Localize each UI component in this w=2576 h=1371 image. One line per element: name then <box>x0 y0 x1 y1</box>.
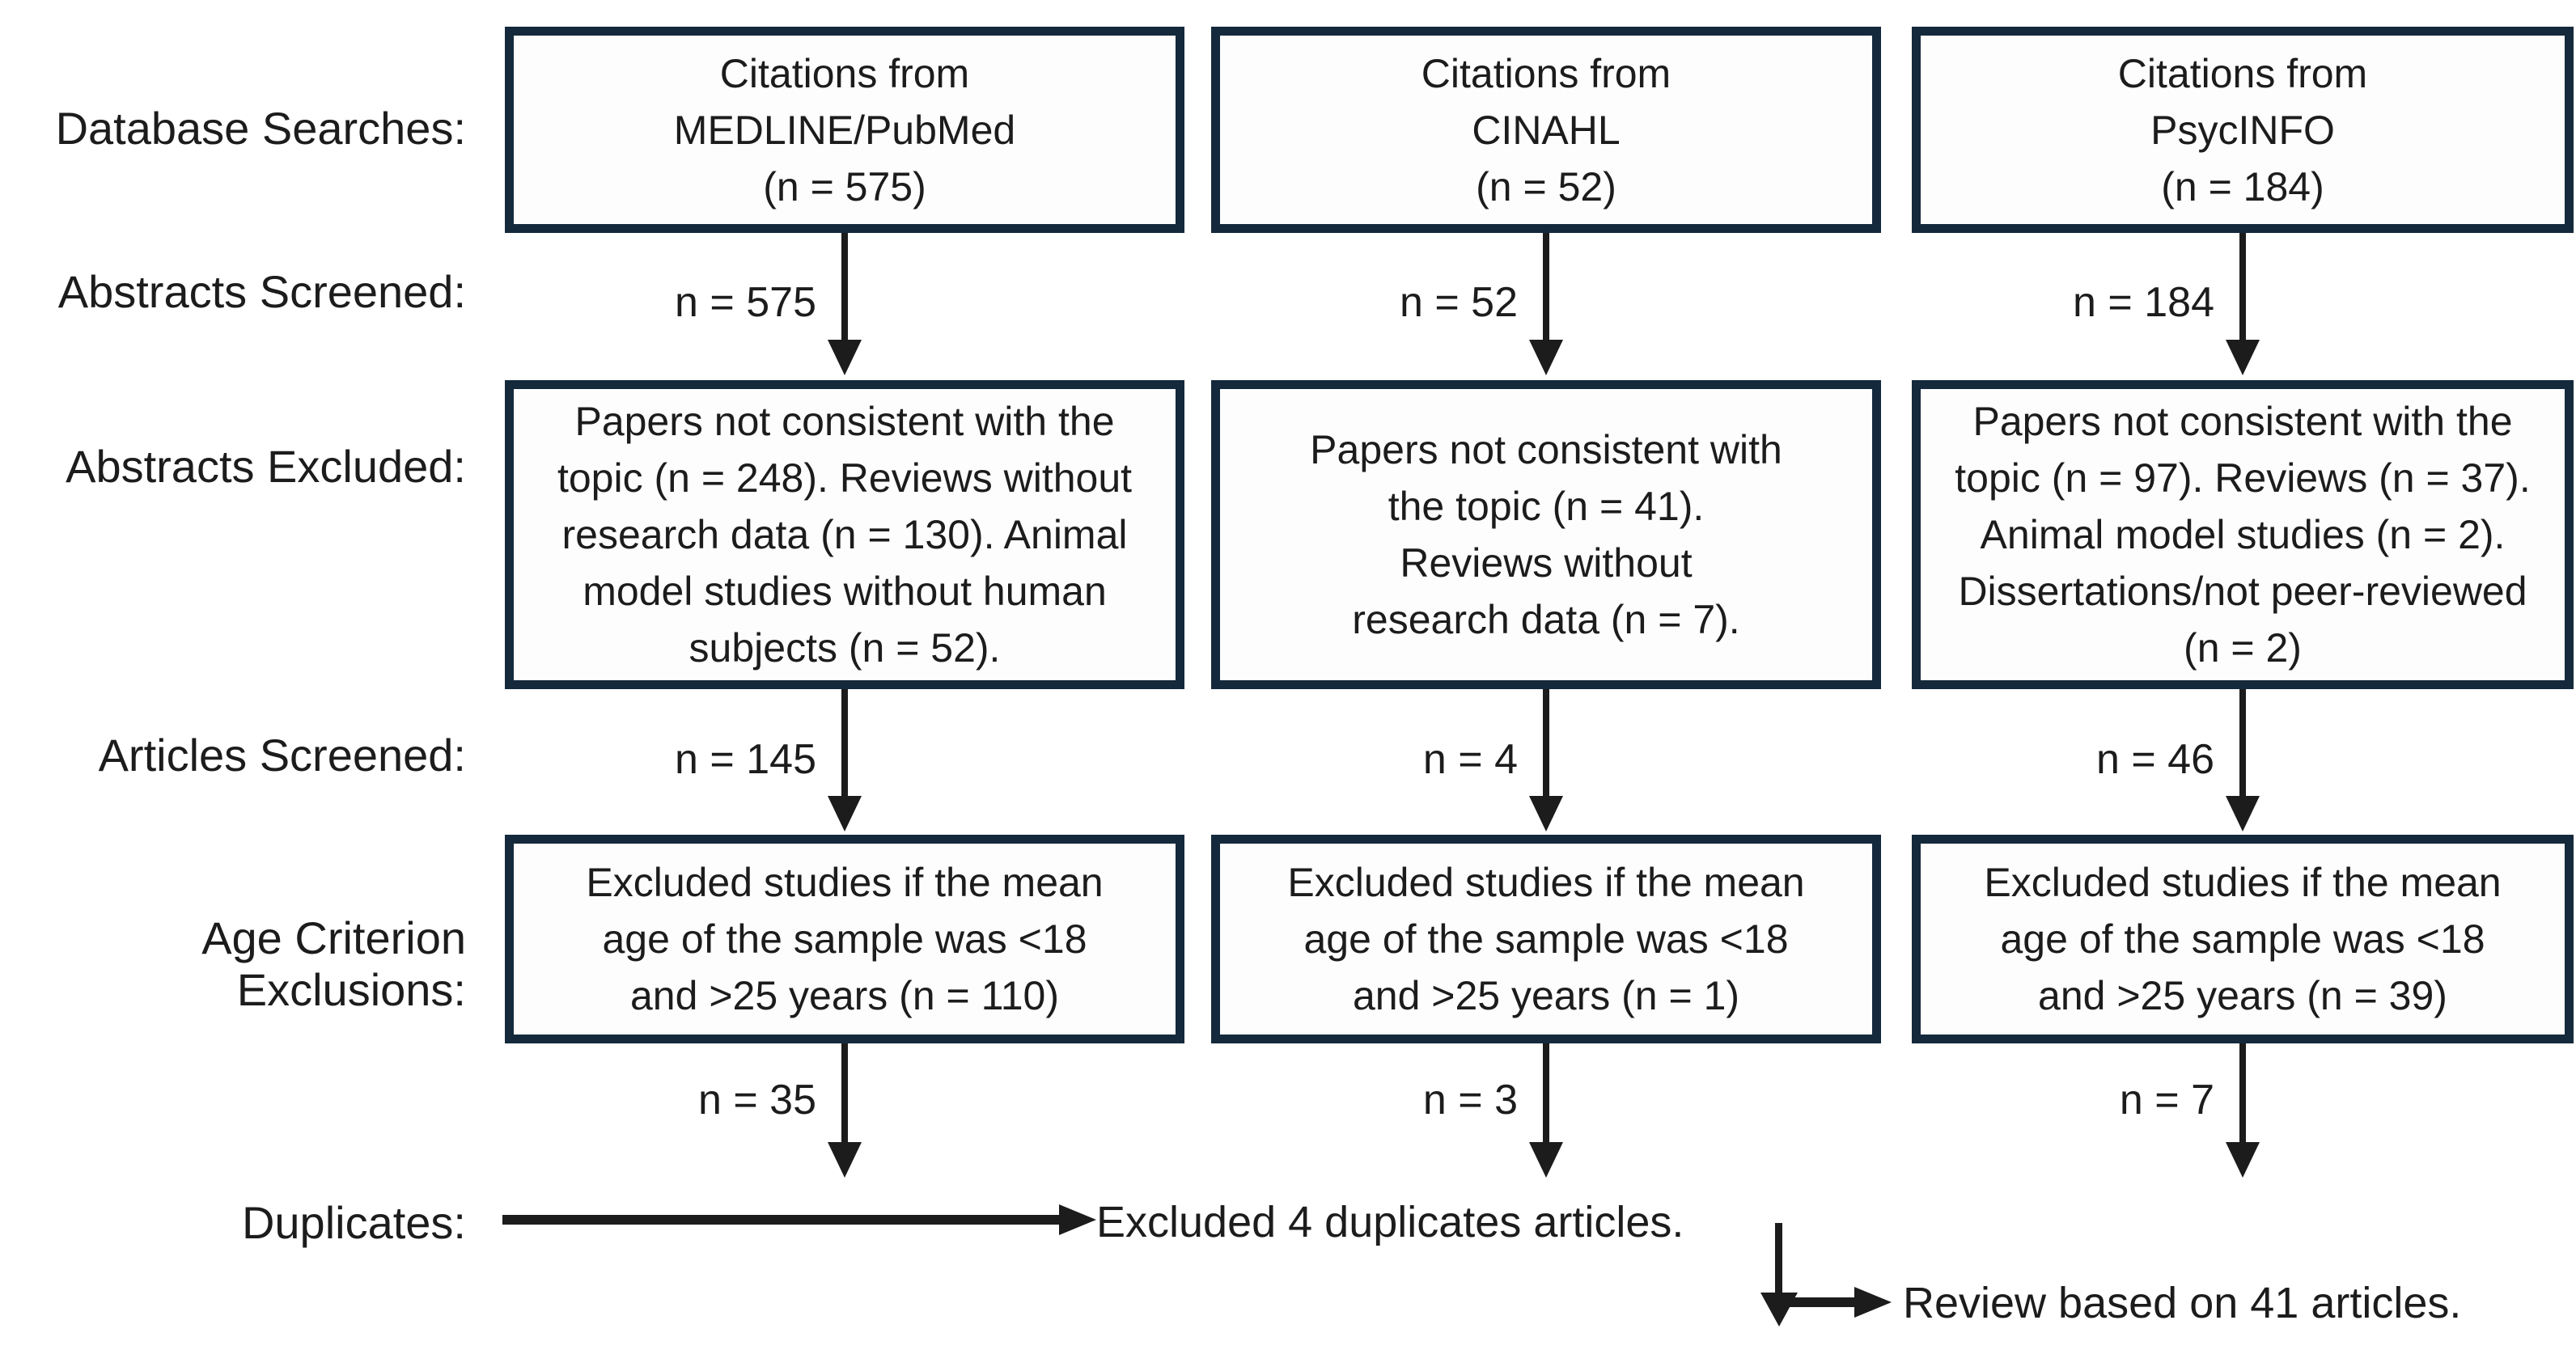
row-label-age-criterion-line2: Exclusions: <box>236 964 466 1015</box>
review-note: Review based on 41 articles. <box>1903 1279 2462 1327</box>
age-box-cinahl: Excluded studies if the mean age of the … <box>1211 835 1881 1043</box>
box-text-line: Dissertations/not peer-reviewed <box>1958 569 2527 614</box>
box-text-line: Excluded studies if the mean <box>1287 860 1805 905</box>
n-label-cinahl-final: n = 3 <box>1422 1077 1518 1123</box>
n-label-medline-final: n = 35 <box>697 1077 816 1123</box>
n-label-cinahl-screened: n = 52 <box>1399 279 1518 326</box>
box-text-line: Excluded studies if the mean <box>586 860 1104 905</box>
box-text-line: PsycINFO <box>2150 107 2335 153</box>
box-text-line: (n = 2) <box>2184 625 2302 671</box>
source-box-medline: Citations from MEDLINE/PubMed (n = 575) <box>505 27 1184 233</box>
box-text-line: topic (n = 97). Reviews (n = 37). <box>1955 455 2531 501</box>
box-text-line: Citations from <box>719 50 970 96</box>
elbow-connector-vertical <box>1775 1223 1782 1293</box>
box-text-line: age of the sample was <18 <box>602 916 1087 962</box>
source-box-psycinfo: Citations from PsycINFO (n = 184) <box>1912 27 2574 233</box>
box-text-line: (n = 184) <box>2161 163 2324 209</box>
row-label-duplicates: Duplicates: <box>241 1197 466 1248</box>
n-label-psycinfo-screened: n = 184 <box>2073 279 2214 326</box>
source-box-cinahl: Citations from CINAHL (n = 52) <box>1211 27 1881 233</box>
box-text-line: Papers not consistent with <box>1310 427 1782 472</box>
down-arrow-medline-articles <box>828 689 862 831</box>
down-arrow-cinahl-articles <box>1529 689 1563 831</box>
down-arrow-psycinfo-screened <box>2226 233 2260 375</box>
right-arrow-duplicates-head <box>1059 1204 1096 1235</box>
box-text-line: Animal model studies (n = 2). <box>1980 512 2506 557</box>
box-text-line: Reviews without <box>1400 540 1693 586</box>
excluded-box-medline: Papers not consistent with the topic (n … <box>505 380 1184 689</box>
row-label-abstracts-excluded: Abstracts Excluded: <box>66 441 466 492</box>
box-text-line: age of the sample was <18 <box>1303 916 1789 962</box>
box-text-line: research data (n = 130). Animal <box>561 512 1128 557</box>
row-label-database-searches: Database Searches: <box>55 103 466 154</box>
row-label-age-criterion-line1: Age Criterion <box>201 912 466 963</box>
down-arrow-psycinfo-final <box>2226 1043 2260 1178</box>
box-text-line: Citations from <box>2117 50 2368 96</box>
box-text-line: age of the sample was <18 <box>2000 916 2485 962</box>
right-arrowhead-review <box>1854 1287 1892 1318</box>
age-box-medline: Excluded studies if the mean age of the … <box>505 835 1184 1043</box>
box-text-line: Papers not consistent with the <box>574 399 1115 444</box>
box-text-line: (n = 52) <box>1476 163 1616 209</box>
box-text-line: Excluded studies if the mean <box>1984 860 2502 905</box>
excluded-box-cinahl: Papers not consistent with the topic (n … <box>1211 380 1881 689</box>
row-label-abstracts-screened: Abstracts Screened: <box>57 266 466 317</box>
box-text-line: MEDLINE/PubMed <box>673 107 1016 153</box>
box-text-line: Papers not consistent with the <box>1972 399 2513 444</box>
box-text-line: (n = 575) <box>763 163 926 209</box>
box-text-line: Citations from <box>1421 50 1671 96</box>
duplicates-note: Excluded 4 duplicates articles. <box>1096 1198 1684 1246</box>
box-text-line: subjects (n = 52). <box>688 625 1001 671</box>
box-text-line: topic (n = 248). Reviews without <box>557 455 1133 501</box>
box-text-line: model studies without human <box>583 569 1107 614</box>
n-label-psycinfo-articles: n = 46 <box>2095 736 2214 783</box>
age-box-psycinfo: Excluded studies if the mean age of the … <box>1912 835 2574 1043</box>
box-text-line: research data (n = 7). <box>1352 597 1740 642</box>
down-arrow-cinahl-screened <box>1529 233 1563 375</box>
elbow-connector-horizontal <box>1786 1297 1854 1307</box>
right-arrow-duplicates-stem <box>502 1215 1059 1225</box>
n-label-medline-articles: n = 145 <box>675 736 816 783</box>
box-text-line: the topic (n = 41). <box>1388 484 1705 529</box>
box-text-line: CINAHL <box>1472 107 1621 153</box>
down-arrow-psycinfo-articles <box>2226 689 2260 831</box>
down-arrow-cinahl-final <box>1529 1043 1563 1178</box>
n-label-medline-screened: n = 575 <box>675 279 816 326</box>
row-label-articles-screened: Articles Screened: <box>98 730 466 781</box>
box-text-line: and >25 years (n = 1) <box>1352 973 1740 1018</box>
n-label-cinahl-articles: n = 4 <box>1422 736 1518 783</box>
down-arrow-medline-final <box>828 1043 862 1178</box>
excluded-box-psycinfo: Papers not consistent with the topic (n … <box>1912 380 2574 689</box>
box-text-line: and >25 years (n = 39) <box>2038 973 2447 1018</box>
n-label-psycinfo-final: n = 7 <box>2119 1077 2214 1123</box>
down-arrow-medline-screened <box>828 233 862 375</box>
box-text-line: and >25 years (n = 110) <box>630 973 1059 1018</box>
